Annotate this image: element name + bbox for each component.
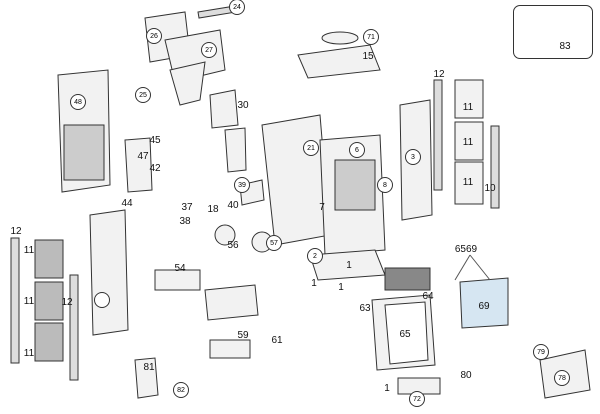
label-1-c: 1 xyxy=(338,282,344,293)
part-bracket-45 xyxy=(124,137,153,193)
label-11-right-low: 11 xyxy=(462,177,474,188)
label-10: 10 xyxy=(484,183,496,194)
label-45: 45 xyxy=(149,135,161,146)
part-panel-11-left-mid xyxy=(34,281,64,321)
label-40: 40 xyxy=(227,200,239,211)
part-rear-grille xyxy=(63,124,105,181)
label-27: 27 xyxy=(201,42,217,58)
label-63: 63 xyxy=(359,303,371,314)
part-firebox xyxy=(334,159,376,211)
part-top-duct xyxy=(169,61,206,106)
label-80: 80 xyxy=(460,370,472,381)
label-11-right-top: 11 xyxy=(462,102,474,113)
part-strip-12-right xyxy=(433,79,443,191)
label-44: 44 xyxy=(121,198,133,209)
part-holder xyxy=(224,127,247,173)
label-25: 25 xyxy=(135,87,151,103)
part-side-panel-60 xyxy=(89,209,129,336)
label-81: 81 xyxy=(143,362,155,373)
label-26: 26 xyxy=(146,28,162,44)
part-grille-64 xyxy=(384,267,431,291)
label-56: 56 xyxy=(227,240,239,251)
label-8: 8 xyxy=(377,177,393,193)
label-69: 69 xyxy=(478,301,490,312)
label-82: 82 xyxy=(173,382,189,398)
label-1-a: 1 xyxy=(346,260,352,271)
part-panel-11-top xyxy=(454,79,484,119)
label-11-right-mid: 11 xyxy=(462,137,474,148)
label-47: 47 xyxy=(137,151,149,162)
label-24: 24 xyxy=(229,0,245,15)
label-39: 39 xyxy=(234,177,250,193)
label-2: 2 xyxy=(307,248,323,264)
part-strip-12-left-b xyxy=(69,274,79,381)
label-37: 37 xyxy=(181,202,193,213)
part-side-frame xyxy=(261,114,331,246)
leader-lines xyxy=(454,254,491,281)
label-78: 78 xyxy=(554,370,570,386)
label-30: 30 xyxy=(237,100,249,111)
label-12-left: 12 xyxy=(10,226,22,237)
label-72: 72 xyxy=(409,391,425,407)
part-54 xyxy=(154,269,201,291)
label-11-left-low: 11 xyxy=(23,348,35,359)
label-21: 21 xyxy=(303,140,319,156)
part-top-plate xyxy=(297,44,381,79)
part-ring-16 xyxy=(321,31,359,45)
part-panel-11-left-top xyxy=(34,239,64,279)
label-71-top: 71 xyxy=(363,29,379,45)
label-60 xyxy=(94,292,110,308)
label-7: 7 xyxy=(319,202,325,213)
inset-box xyxy=(513,5,593,59)
label-79: 79 xyxy=(533,344,549,360)
label-48: 48 xyxy=(70,94,86,110)
label-59: 59 xyxy=(237,330,249,341)
label-65: 65 xyxy=(399,329,411,340)
label-12-right: 12 xyxy=(433,69,445,80)
part-panel-11-mid xyxy=(454,121,484,161)
label-1-b: 1 xyxy=(311,278,317,289)
label-38: 38 xyxy=(179,216,191,227)
label-3: 3 xyxy=(405,149,421,165)
label-11-left-top: 11 xyxy=(23,245,35,256)
part-fan-housing xyxy=(204,284,259,321)
label-54: 54 xyxy=(174,263,186,274)
part-81 xyxy=(134,357,159,399)
label-12-left-b: 12 xyxy=(61,297,73,308)
part-strip-10 xyxy=(490,125,500,209)
label-11-left-mid: 11 xyxy=(23,296,35,307)
label-6569: 6569 xyxy=(454,244,478,255)
label-15: 15 xyxy=(362,51,374,62)
part-gasket-56 xyxy=(214,224,236,246)
part-glass-69 xyxy=(459,277,509,329)
part-panel-11-left-low xyxy=(34,322,64,362)
part-hopper-30 xyxy=(209,89,239,129)
label-18: 18 xyxy=(207,204,219,215)
label-57: 57 xyxy=(266,235,282,251)
part-strip-12-left-a xyxy=(10,237,20,364)
label-6: 6 xyxy=(349,142,365,158)
label-1-d: 1 xyxy=(384,383,390,394)
part-panel-11-low xyxy=(454,161,484,205)
label-42: 42 xyxy=(149,163,161,174)
label-61: 61 xyxy=(271,335,283,346)
label-64: 64 xyxy=(422,291,434,302)
label-83: 83 xyxy=(559,41,571,52)
part-door-65 xyxy=(384,301,429,365)
part-59 xyxy=(209,339,251,359)
